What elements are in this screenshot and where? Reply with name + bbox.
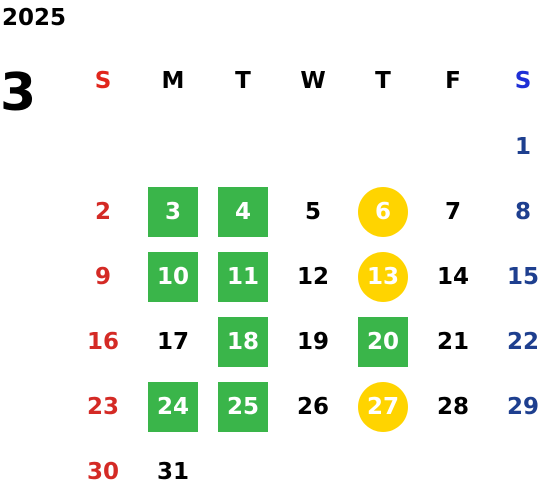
day-number: 2 xyxy=(94,198,111,225)
day-number xyxy=(288,122,338,172)
day-number: 15 xyxy=(506,263,539,290)
day-number xyxy=(358,447,408,497)
day-cell: 16 xyxy=(68,309,138,374)
day-cell: 2 xyxy=(68,179,138,244)
day-number: 4 xyxy=(218,186,268,237)
weekday-header-sunday: S xyxy=(94,68,112,94)
day-cell: 21 xyxy=(418,309,488,374)
day-number: 31 xyxy=(156,458,189,485)
day-number xyxy=(428,122,478,172)
day-cell: 6 xyxy=(348,179,418,244)
day-cell: 15 xyxy=(488,244,548,309)
day-cell xyxy=(278,439,348,504)
day-cell xyxy=(348,114,418,179)
day-cell: 28 xyxy=(418,374,488,439)
day-cell xyxy=(68,114,138,179)
day-number xyxy=(78,122,128,172)
day-number: 30 xyxy=(86,458,119,485)
day-cell: 13 xyxy=(348,244,418,309)
day-number xyxy=(428,447,478,497)
weekday-header-tuesday: T xyxy=(235,68,251,94)
day-number xyxy=(288,447,338,497)
day-number: 17 xyxy=(156,328,189,355)
day-number: 12 xyxy=(296,263,329,290)
day-number xyxy=(358,122,408,172)
day-number: 5 xyxy=(304,198,321,225)
day-number: 26 xyxy=(296,393,329,420)
day-number: 16 xyxy=(86,328,119,355)
day-number: 28 xyxy=(436,393,469,420)
day-cell: 20 xyxy=(348,309,418,374)
day-cell: 10 xyxy=(138,244,208,309)
day-cell: 19 xyxy=(278,309,348,374)
day-cell: 8 xyxy=(488,179,548,244)
day-cell: 1 xyxy=(488,114,548,179)
weekday-header-thursday: T xyxy=(375,68,391,94)
calendar-grid: S M T W T F S 1 2 3 4 5 6 7 8 9 10 11 12… xyxy=(68,48,548,504)
day-number: 9 xyxy=(94,263,111,290)
day-cell: 17 xyxy=(138,309,208,374)
day-cell: 23 xyxy=(68,374,138,439)
day-cell: 9 xyxy=(68,244,138,309)
day-cell: 18 xyxy=(208,309,278,374)
day-cell: 24 xyxy=(138,374,208,439)
day-number: 6 xyxy=(358,186,408,237)
day-number: 19 xyxy=(296,328,329,355)
calendar-month: 3 xyxy=(0,63,37,123)
day-cell: 29 xyxy=(488,374,548,439)
day-cell xyxy=(418,114,488,179)
day-cell: 5 xyxy=(278,179,348,244)
day-number: 10 xyxy=(148,251,198,302)
day-cell xyxy=(138,114,208,179)
day-number: 29 xyxy=(506,393,539,420)
day-number: 18 xyxy=(218,316,268,367)
day-number xyxy=(218,447,268,497)
day-number: 14 xyxy=(436,263,469,290)
day-cell: 4 xyxy=(208,179,278,244)
day-number: 25 xyxy=(218,381,268,432)
day-number: 21 xyxy=(436,328,469,355)
day-cell: 3 xyxy=(138,179,208,244)
day-cell xyxy=(208,439,278,504)
weekday-header-friday: F xyxy=(445,68,461,94)
day-cell: 30 xyxy=(68,439,138,504)
day-number: 8 xyxy=(514,198,531,225)
day-cell xyxy=(348,439,418,504)
day-cell: 14 xyxy=(418,244,488,309)
weekday-header-monday: M xyxy=(161,68,185,94)
day-number xyxy=(218,122,268,172)
day-number: 1 xyxy=(514,133,531,160)
day-number: 7 xyxy=(444,198,461,225)
day-number: 27 xyxy=(358,381,408,432)
day-cell: 27 xyxy=(348,374,418,439)
day-number: 3 xyxy=(148,186,198,237)
day-number xyxy=(498,447,548,497)
day-number xyxy=(148,122,198,172)
day-cell: 25 xyxy=(208,374,278,439)
day-cell xyxy=(418,439,488,504)
day-number: 13 xyxy=(358,251,408,302)
calendar-year: 2025 xyxy=(2,5,67,31)
day-cell: 11 xyxy=(208,244,278,309)
day-number: 11 xyxy=(218,251,268,302)
weekday-header-wednesday: W xyxy=(300,68,326,94)
day-cell: 22 xyxy=(488,309,548,374)
day-cell xyxy=(278,114,348,179)
day-number: 23 xyxy=(86,393,119,420)
day-number: 22 xyxy=(506,328,539,355)
day-cell xyxy=(208,114,278,179)
day-cell: 7 xyxy=(418,179,488,244)
day-cell: 12 xyxy=(278,244,348,309)
day-cell xyxy=(488,439,548,504)
day-number: 20 xyxy=(358,316,408,367)
weekday-header-saturday: S xyxy=(514,68,532,94)
day-cell: 26 xyxy=(278,374,348,439)
day-cell: 31 xyxy=(138,439,208,504)
day-number: 24 xyxy=(148,381,198,432)
